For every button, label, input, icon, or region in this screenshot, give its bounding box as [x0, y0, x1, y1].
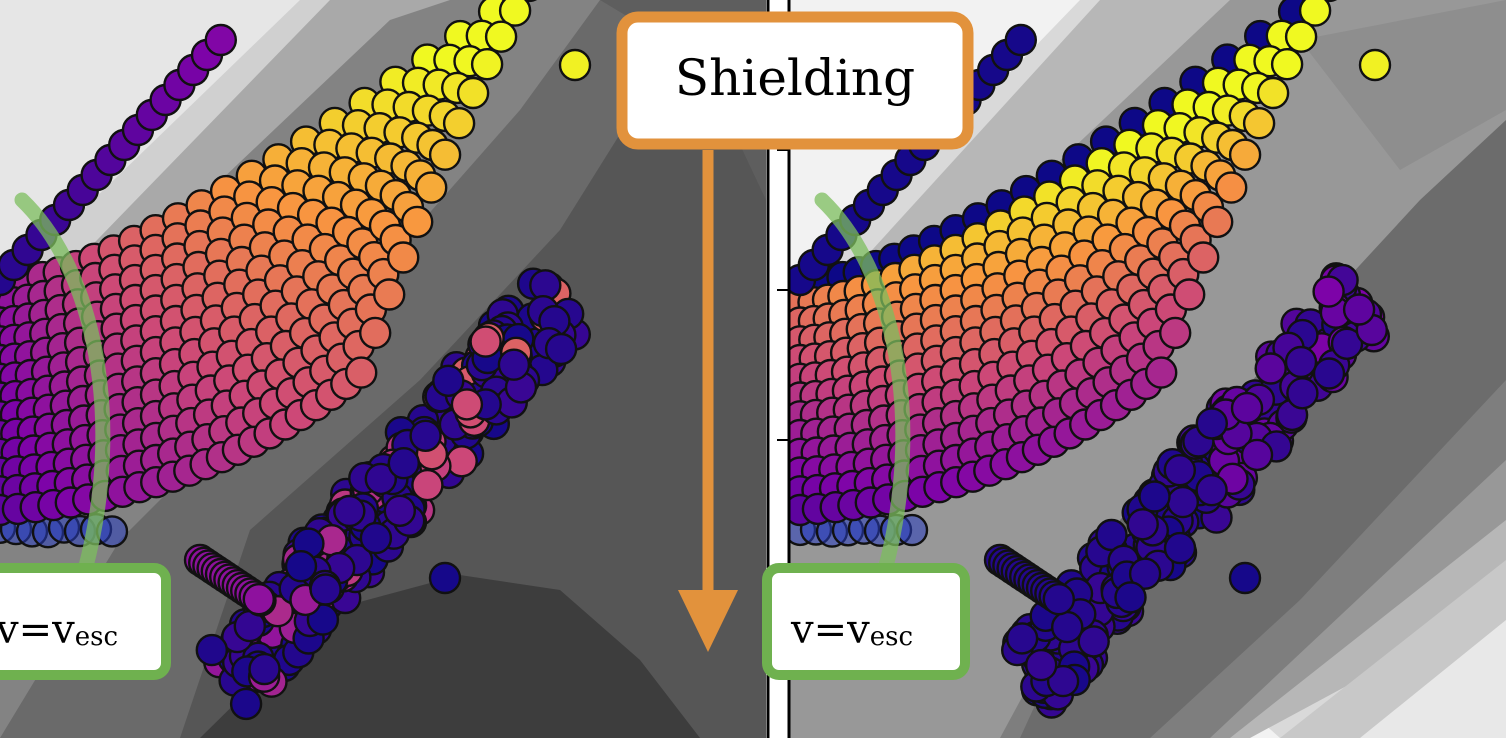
particle-point [411, 468, 444, 502]
particle-point [497, 348, 531, 381]
left-panel [0, 0, 766, 738]
particle-point [387, 447, 420, 480]
particle-point [1228, 138, 1262, 171]
escape-velocity-label-right: v=vesc [762, 563, 970, 680]
particle-point [1284, 20, 1318, 53]
escape-label-right: v=vesc [790, 607, 913, 653]
particle-point [359, 521, 393, 555]
particle-point [1172, 278, 1206, 311]
particle-point [1126, 508, 1159, 541]
particle-point [373, 278, 406, 311]
right-escape-velocity-curve [814, 192, 911, 578]
particle-point [204, 23, 238, 57]
particle-point [1298, 0, 1332, 27]
particle-point [1342, 293, 1376, 326]
particle-point [445, 445, 478, 478]
shielding-annotation: Shielding [616, 11, 974, 652]
particle-point [364, 462, 397, 496]
particle-point [345, 356, 378, 389]
particle-point [229, 687, 263, 721]
particle-point [470, 47, 504, 81]
particle-point [1046, 664, 1080, 698]
particle-point [1284, 345, 1318, 379]
escape-velocity-label-left: v=vesc [0, 563, 171, 680]
particle-point [1138, 480, 1171, 513]
particle-point [1240, 438, 1274, 472]
particle-point [1228, 561, 1262, 595]
left-particle-layer [0, 0, 592, 721]
particle-point [1195, 407, 1229, 440]
particle-point [359, 316, 392, 350]
particle-point [544, 332, 578, 366]
particle-point [1144, 356, 1178, 389]
particle-point [333, 494, 366, 528]
particle-point [1358, 48, 1392, 82]
escape-label-box-right [762, 563, 970, 680]
particle-point [428, 138, 462, 171]
particle-point [401, 205, 434, 239]
particle-point [1312, 357, 1346, 390]
particle-point [484, 20, 518, 53]
particle-point [1050, 610, 1084, 644]
shielding-arrow-head [678, 590, 738, 652]
particle-point [1270, 47, 1304, 81]
particle-point [1330, 327, 1364, 360]
particle-point [1186, 241, 1220, 274]
particle-point [1163, 454, 1197, 487]
particle-point [456, 76, 490, 110]
particle-point [1004, 23, 1037, 57]
particle-point [498, 0, 532, 27]
particle-point [1163, 531, 1197, 565]
particle-point [1200, 205, 1234, 239]
particle-point [1042, 583, 1076, 616]
particle-point [1166, 485, 1200, 519]
particle-point [1312, 275, 1345, 308]
particle-point [1230, 391, 1264, 425]
shielding-label: Shielding [675, 49, 915, 107]
particle-point [1254, 352, 1287, 385]
particle-point [415, 171, 448, 204]
particle-point [387, 241, 420, 274]
particle-point [1114, 581, 1147, 614]
particle-point [1286, 377, 1319, 410]
particle-point [442, 106, 476, 140]
particle-point [284, 550, 318, 583]
particle-point [248, 652, 281, 686]
particle-point [450, 388, 484, 421]
particle-point [1158, 316, 1192, 350]
particle-point [1005, 622, 1039, 655]
particle-point [428, 561, 462, 595]
particle-point [1195, 474, 1228, 507]
particle-point [195, 633, 229, 667]
left-escape-velocity-curve [14, 192, 111, 578]
particle-point [383, 494, 416, 527]
particle-point [1128, 557, 1162, 590]
particle-point [309, 573, 342, 606]
particle-point [1077, 625, 1110, 658]
escape-label-box-left [0, 563, 171, 680]
particle-point [558, 48, 592, 82]
shielding-label-box [616, 11, 974, 150]
particle-point [242, 583, 275, 616]
escape-label-left: v=vesc [0, 607, 118, 653]
particle-point [432, 364, 465, 397]
particle-point [1256, 76, 1290, 110]
particle-point [1242, 106, 1276, 140]
particle-point [409, 419, 442, 452]
particle-point [469, 325, 502, 358]
particle-point [1095, 518, 1128, 552]
particle-point [1024, 648, 1058, 682]
particle-point [1214, 171, 1248, 204]
